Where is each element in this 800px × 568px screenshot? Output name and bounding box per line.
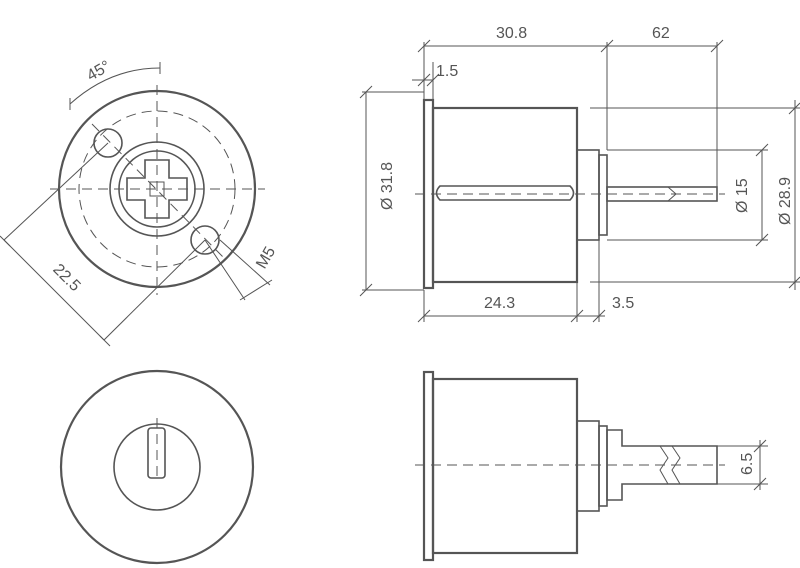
- angle-arc: [69, 67, 161, 105]
- side-view-bottom: 6.5: [415, 370, 768, 562]
- dim-62-label: 62: [652, 25, 670, 42]
- dim-3-5-label: 3.5: [612, 295, 634, 312]
- dim-22-5-line: [3, 239, 105, 341]
- cam-housing: [576, 149, 600, 241]
- dim-28-9-label: Ø 28.9: [777, 177, 794, 225]
- cam-lower: [576, 420, 600, 512]
- dim-1-5-label: 1.5: [436, 63, 458, 80]
- cam-plate-lower: [598, 425, 608, 507]
- angle-label: 45°: [84, 58, 113, 85]
- screw-hole-lower: [190, 225, 220, 255]
- dim-31-8-label: Ø 31.8: [379, 162, 396, 210]
- front-view-top: 45° 22.5 M5: [0, 58, 279, 347]
- dim-30-8-label: 30.8: [496, 25, 527, 42]
- cylinder-body: [431, 106, 579, 284]
- slot-highlight: [435, 185, 575, 201]
- rear-view-bottom: [59, 369, 255, 565]
- dim-6-5-label: 6.5: [739, 453, 756, 475]
- cross-slot: [126, 159, 188, 219]
- dim-24-3-label: 24.3: [484, 295, 515, 312]
- flange-lower: [422, 370, 435, 562]
- screw-hole-upper: [93, 128, 123, 158]
- dim-15-label: Ø 15: [734, 178, 751, 213]
- cam-plate: [598, 154, 608, 236]
- body-lower: [431, 377, 579, 555]
- rear-outer: [59, 369, 255, 565]
- m5-label: M5: [253, 244, 279, 272]
- side-view-top: 30.8 62 1.5 Ø 31.8 24.3 3.5 Ø 15: [359, 25, 800, 323]
